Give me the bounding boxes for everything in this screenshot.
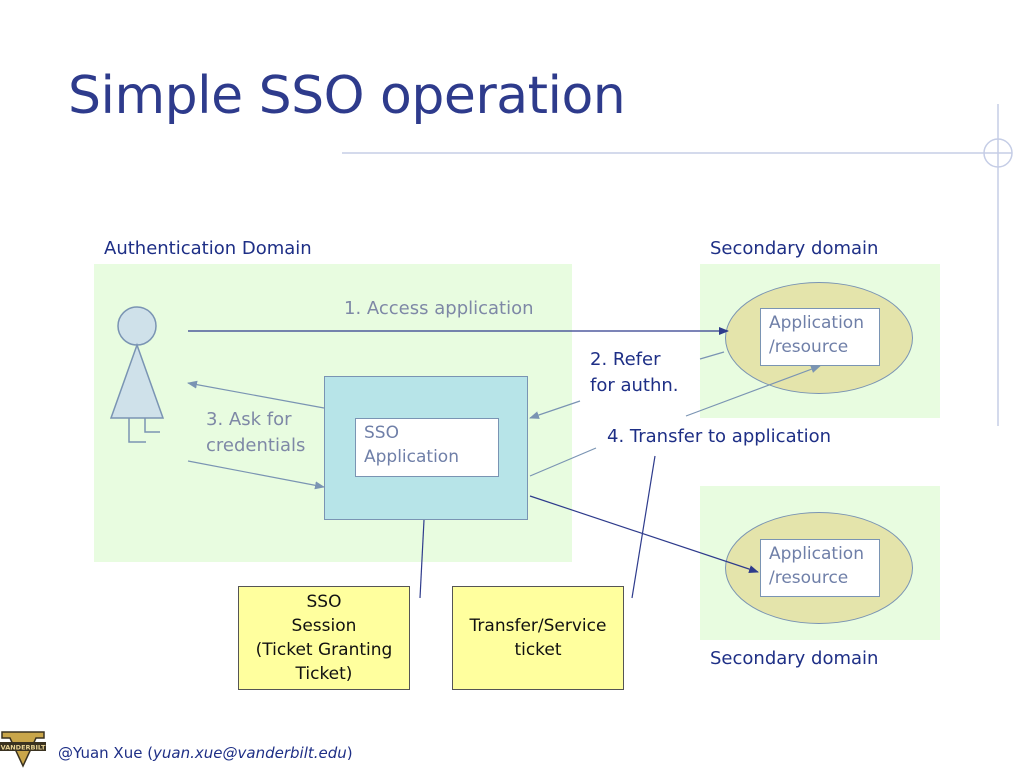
step1-label: 1. Access application	[344, 298, 534, 319]
session-line1: SSO	[306, 592, 342, 612]
auth-domain-label: Authentication Domain	[104, 238, 312, 259]
sso-session-note: SSO Session (Ticket Granting Ticket)	[238, 586, 410, 690]
app-top-line2: /resource	[769, 337, 849, 357]
arrow-transfer-start	[529, 447, 597, 477]
step2-label: 2. Refer for authn.	[590, 347, 679, 399]
session-line4: Ticket)	[295, 664, 353, 684]
ticket-callout-line	[631, 455, 656, 599]
app-resource-bottom-box: Application /resource	[760, 539, 880, 597]
step3-line1: 3. Ask for	[206, 409, 292, 430]
app-resource-top-box: Application /resource	[760, 308, 880, 366]
footer-author: @Yuan Xue (	[58, 744, 154, 762]
ticket-line2: ticket	[514, 640, 562, 660]
service-ticket-note: Transfer/Service ticket	[452, 586, 624, 690]
step4-label: 4. Transfer to application	[607, 426, 832, 447]
user-icon	[109, 306, 165, 443]
sso-app-line2: Application	[364, 447, 459, 467]
slide-title: Simple SSO operation	[68, 66, 626, 126]
session-callout-line	[419, 519, 425, 599]
footer-credit: @Yuan Xue (yuan.xue@vanderbilt.edu)	[58, 744, 353, 762]
arrow-refer-for-authn	[529, 400, 581, 419]
footer-suffix: )	[346, 744, 353, 762]
footer-email[interactable]: yuan.xue@vanderbilt.edu	[153, 744, 347, 762]
step2-line2: for authn.	[590, 375, 679, 396]
vanderbilt-logo: VANDERBILT	[0, 728, 46, 768]
ticket-line1: Transfer/Service	[469, 616, 607, 636]
sso-application-box: SSO Application	[355, 418, 499, 477]
svg-text:VANDERBILT: VANDERBILT	[1, 744, 46, 752]
sso-app-line1: SSO	[364, 423, 399, 443]
arrow-refer-start	[699, 351, 725, 360]
app-bottom-line2: /resource	[769, 568, 849, 588]
app-bottom-line1: Application	[769, 544, 864, 564]
step3-line2: credentials	[206, 435, 306, 456]
step2-line1: 2. Refer	[590, 349, 661, 370]
session-line3: (Ticket Granting	[255, 640, 393, 660]
arrow-transfer-to-top-app	[685, 365, 821, 417]
step3-label: 3. Ask for credentials	[206, 407, 305, 459]
secondary-domain-top-label: Secondary domain	[710, 238, 879, 259]
arrow-sso-to-bottom-app	[529, 495, 759, 573]
session-line2: Session	[291, 616, 357, 636]
secondary-domain-bottom-label: Secondary domain	[710, 648, 879, 669]
arrow-send-credentials	[187, 460, 325, 490]
arrow-ask-credentials	[187, 380, 325, 409]
app-top-line1: Application	[769, 313, 864, 333]
